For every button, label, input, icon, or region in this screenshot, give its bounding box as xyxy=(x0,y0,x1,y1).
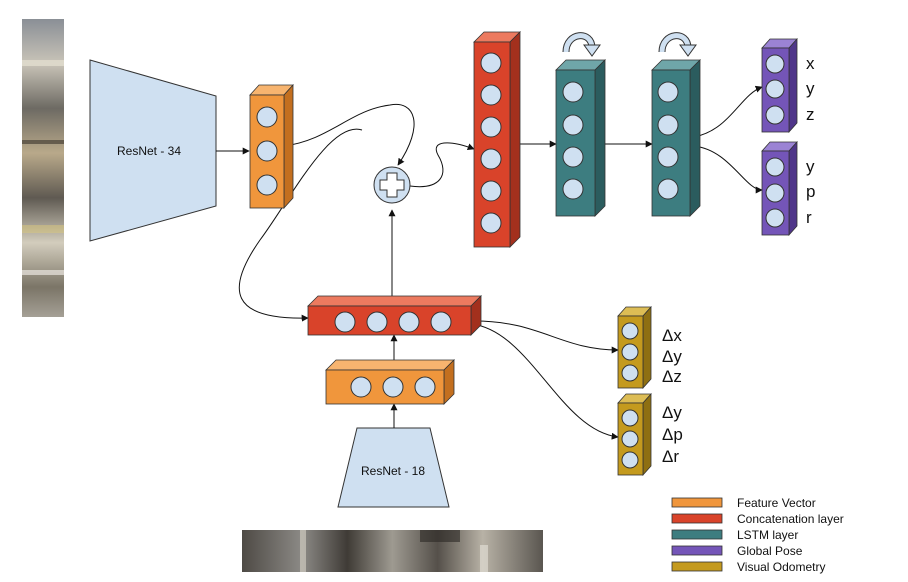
legend-label: Global Pose xyxy=(737,544,803,558)
lstm-layer-1 xyxy=(555,59,606,217)
output-label-pitch: p xyxy=(806,182,815,201)
legend-item-visual-odometry: Visual Odometry xyxy=(671,560,825,574)
resnet18-encoder: ResNet - 18 xyxy=(337,427,450,508)
legend: Feature Vector Concatenation layer LSTM … xyxy=(671,496,844,574)
legend-swatch xyxy=(671,561,723,572)
output-label-yaw: y xyxy=(806,157,815,176)
concatenation-layer-global xyxy=(473,31,521,248)
legend-label: Concatenation layer xyxy=(737,512,844,526)
output-label-delta-pitch: Δp xyxy=(662,425,683,444)
legend-label: Feature Vector xyxy=(737,496,816,510)
output-label-delta-roll: Δr xyxy=(662,447,679,466)
lstm-layer-2 xyxy=(651,59,701,217)
resnet34-encoder: ResNet - 34 xyxy=(89,59,217,242)
legend-item-global-pose: Global Pose xyxy=(671,544,803,558)
legend-swatch xyxy=(671,545,723,556)
legend-swatch xyxy=(671,497,723,508)
visual-odometry-position xyxy=(617,305,652,390)
global-pose-position xyxy=(761,37,798,134)
feature-vector-global xyxy=(249,83,294,210)
output-label-y: y xyxy=(806,79,815,98)
concatenation-layer-odometry xyxy=(307,295,482,336)
resnet18-label: ResNet - 18 xyxy=(361,464,425,478)
global-pose-orientation xyxy=(761,140,798,237)
panorama-horizontal-image xyxy=(242,530,543,572)
output-label-z: z xyxy=(806,105,815,124)
legend-label: Visual Odometry xyxy=(737,560,825,574)
output-label-roll: r xyxy=(806,208,812,227)
legend-item-lstm-layer: LSTM layer xyxy=(671,528,798,542)
output-label-delta-y: Δy xyxy=(662,347,682,366)
connections xyxy=(216,85,763,440)
recurrent-arrow-icon xyxy=(658,32,697,57)
legend-item-feature-vector: Feature Vector xyxy=(671,496,816,510)
legend-swatch xyxy=(671,513,723,524)
output-label-delta-x: Δx xyxy=(662,326,682,345)
legend-item-concatenation-layer: Concatenation layer xyxy=(671,512,844,526)
output-label-delta-z: Δz xyxy=(662,367,682,386)
legend-label: LSTM layer xyxy=(737,528,798,542)
feature-vector-odometry xyxy=(325,359,455,405)
recurrent-arrow-icon xyxy=(562,32,601,57)
visual-odometry-orientation xyxy=(617,392,652,477)
output-label-x: x xyxy=(806,54,815,73)
resnet34-label: ResNet - 34 xyxy=(117,144,181,158)
legend-swatch xyxy=(671,529,723,540)
plus-icon xyxy=(373,166,411,204)
output-label-delta-yaw: Δy xyxy=(662,403,682,422)
panorama-vertical-image xyxy=(22,19,64,317)
